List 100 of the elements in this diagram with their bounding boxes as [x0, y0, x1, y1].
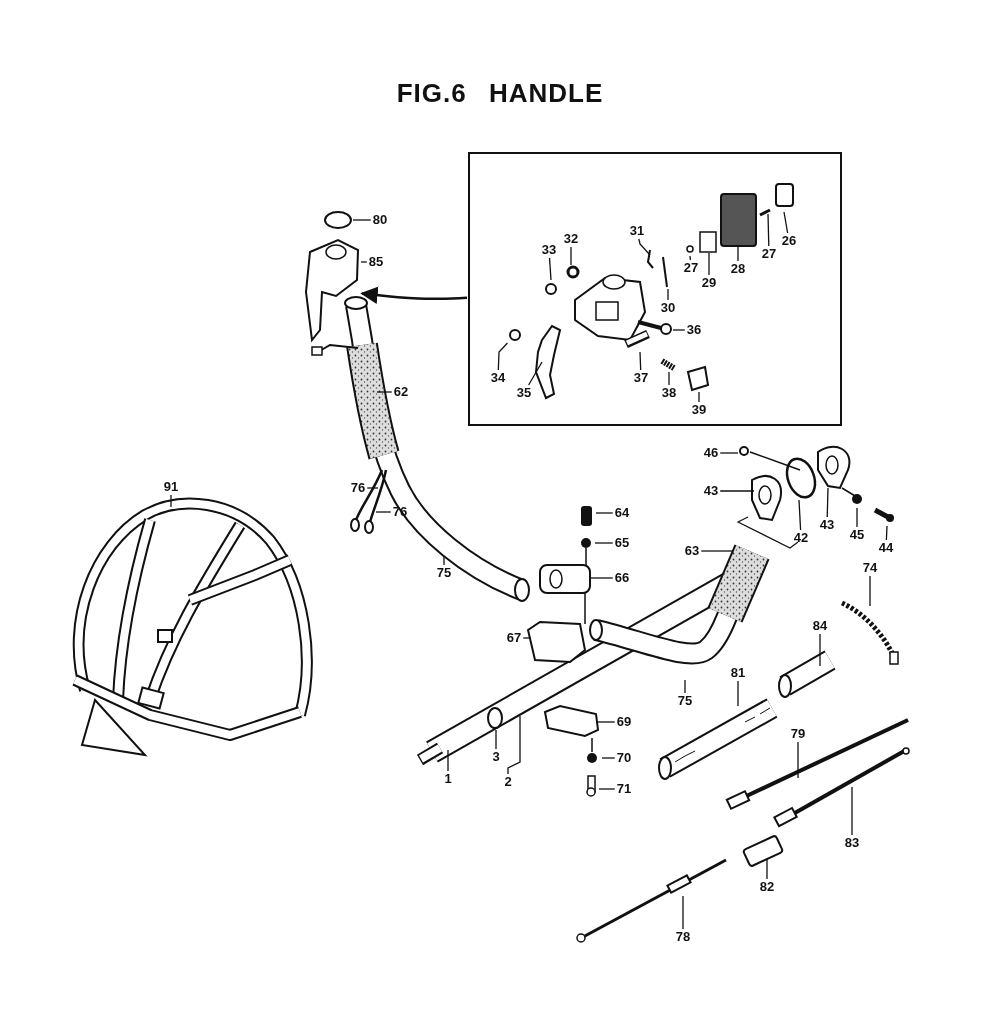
- callout-number: 91: [162, 480, 180, 494]
- callout-number: 28: [729, 262, 747, 276]
- leader-line: [522, 637, 532, 639]
- callout-number: 46: [702, 446, 720, 460]
- plate-drawing: [699, 231, 717, 253]
- callout-number: 26: [780, 234, 798, 248]
- leader-line: [719, 452, 739, 454]
- bolt-drawing: [636, 319, 673, 336]
- callout-number: 35: [515, 386, 533, 400]
- spring-drawing: [508, 328, 522, 342]
- leader-line: [598, 788, 616, 790]
- callout-number: 65: [613, 536, 631, 550]
- leader-line: [507, 715, 521, 775]
- leader-line: [783, 211, 789, 234]
- curved-arrow: [360, 286, 468, 304]
- callout-number: 33: [540, 243, 558, 257]
- callout-number: 70: [615, 751, 633, 765]
- leader-line: [719, 490, 755, 492]
- callout-number: 80: [371, 213, 389, 227]
- leader-line: [826, 487, 829, 518]
- cap-drawing: [323, 210, 353, 230]
- callout-number: 27: [682, 261, 700, 275]
- spring-drawing: [659, 357, 677, 372]
- leader-line: [601, 757, 616, 759]
- leader-line: [766, 857, 768, 880]
- callout-number: 76: [349, 481, 367, 495]
- leader-line: [689, 255, 691, 261]
- callout-number: 3: [491, 750, 501, 764]
- callout-number: 85: [367, 255, 385, 269]
- leader-line: [684, 679, 686, 694]
- leader-line: [667, 288, 669, 301]
- callout-number: 62: [392, 385, 410, 399]
- leader-line: [170, 494, 172, 508]
- callout-number: 67: [505, 631, 523, 645]
- leader-line: [589, 577, 614, 579]
- leader-line: [595, 512, 614, 514]
- leader-line: [708, 252, 710, 276]
- leader-line: [594, 542, 614, 544]
- leader-line: [497, 342, 509, 371]
- callout-number: 44: [877, 541, 895, 555]
- callout-number: 38: [660, 386, 678, 400]
- leader-line: [737, 680, 739, 707]
- callout-number: 27: [760, 247, 778, 261]
- callout-number: 64: [613, 506, 631, 520]
- washer-drawing: [566, 265, 580, 279]
- leader-line: [548, 257, 552, 281]
- callout-number: 32: [562, 232, 580, 246]
- callout-number: 1: [443, 772, 453, 786]
- leader-line: [885, 525, 888, 541]
- leader-line: [819, 633, 821, 667]
- leader-line: [767, 213, 770, 247]
- spring-drawing: [659, 255, 671, 289]
- leader-line: [352, 219, 372, 221]
- collar-drawing: [486, 706, 504, 730]
- callout-number: 75: [435, 566, 453, 580]
- callout-number: 79: [789, 727, 807, 741]
- callout-number: 29: [700, 276, 718, 290]
- leader-line: [668, 371, 670, 386]
- callout-number: 39: [690, 403, 708, 417]
- callout-number: 82: [758, 880, 776, 894]
- callout-number: 69: [615, 715, 633, 729]
- callout-number: 66: [613, 571, 631, 585]
- callout-number: 63: [683, 544, 701, 558]
- leader-line: [376, 391, 393, 393]
- leader-line: [366, 487, 379, 489]
- leader-line: [700, 550, 734, 552]
- leader-line: [737, 246, 739, 262]
- throttle-housing-drawing: [303, 236, 361, 344]
- leader-line: [638, 238, 651, 256]
- inset-frame: [468, 152, 842, 426]
- callout-number: 71: [615, 782, 633, 796]
- leader-line: [798, 499, 802, 531]
- leader-line: [528, 361, 543, 386]
- leader-line: [443, 556, 445, 566]
- leader-line: [360, 261, 368, 263]
- callout-number: 78: [674, 930, 692, 944]
- leader-line: [639, 351, 642, 371]
- callout-number: 81: [729, 666, 747, 680]
- callout-number: 37: [632, 371, 650, 385]
- leader-line: [570, 246, 572, 266]
- callout-number: 45: [848, 528, 866, 542]
- callout-number: 31: [628, 224, 646, 238]
- leader-line: [856, 507, 858, 528]
- leader-line: [698, 391, 700, 403]
- leader-line: [672, 329, 686, 331]
- callout-number: 36: [685, 323, 703, 337]
- callout-number: 74: [861, 561, 879, 575]
- callout-number: 43: [702, 484, 720, 498]
- callout-number: 2: [503, 775, 513, 789]
- callout-number: 83: [843, 836, 861, 850]
- leader-line: [851, 786, 853, 836]
- leader-line: [375, 511, 392, 513]
- callout-number: 84: [811, 619, 829, 633]
- callout-number: 42: [792, 531, 810, 545]
- figure-title: FIG.6 HANDLE: [395, 78, 605, 109]
- callout-number: 75: [676, 694, 694, 708]
- callout-number: 43: [818, 518, 836, 532]
- callout-number: 34: [489, 371, 507, 385]
- leader-line: [682, 895, 684, 930]
- leader-line: [495, 729, 497, 750]
